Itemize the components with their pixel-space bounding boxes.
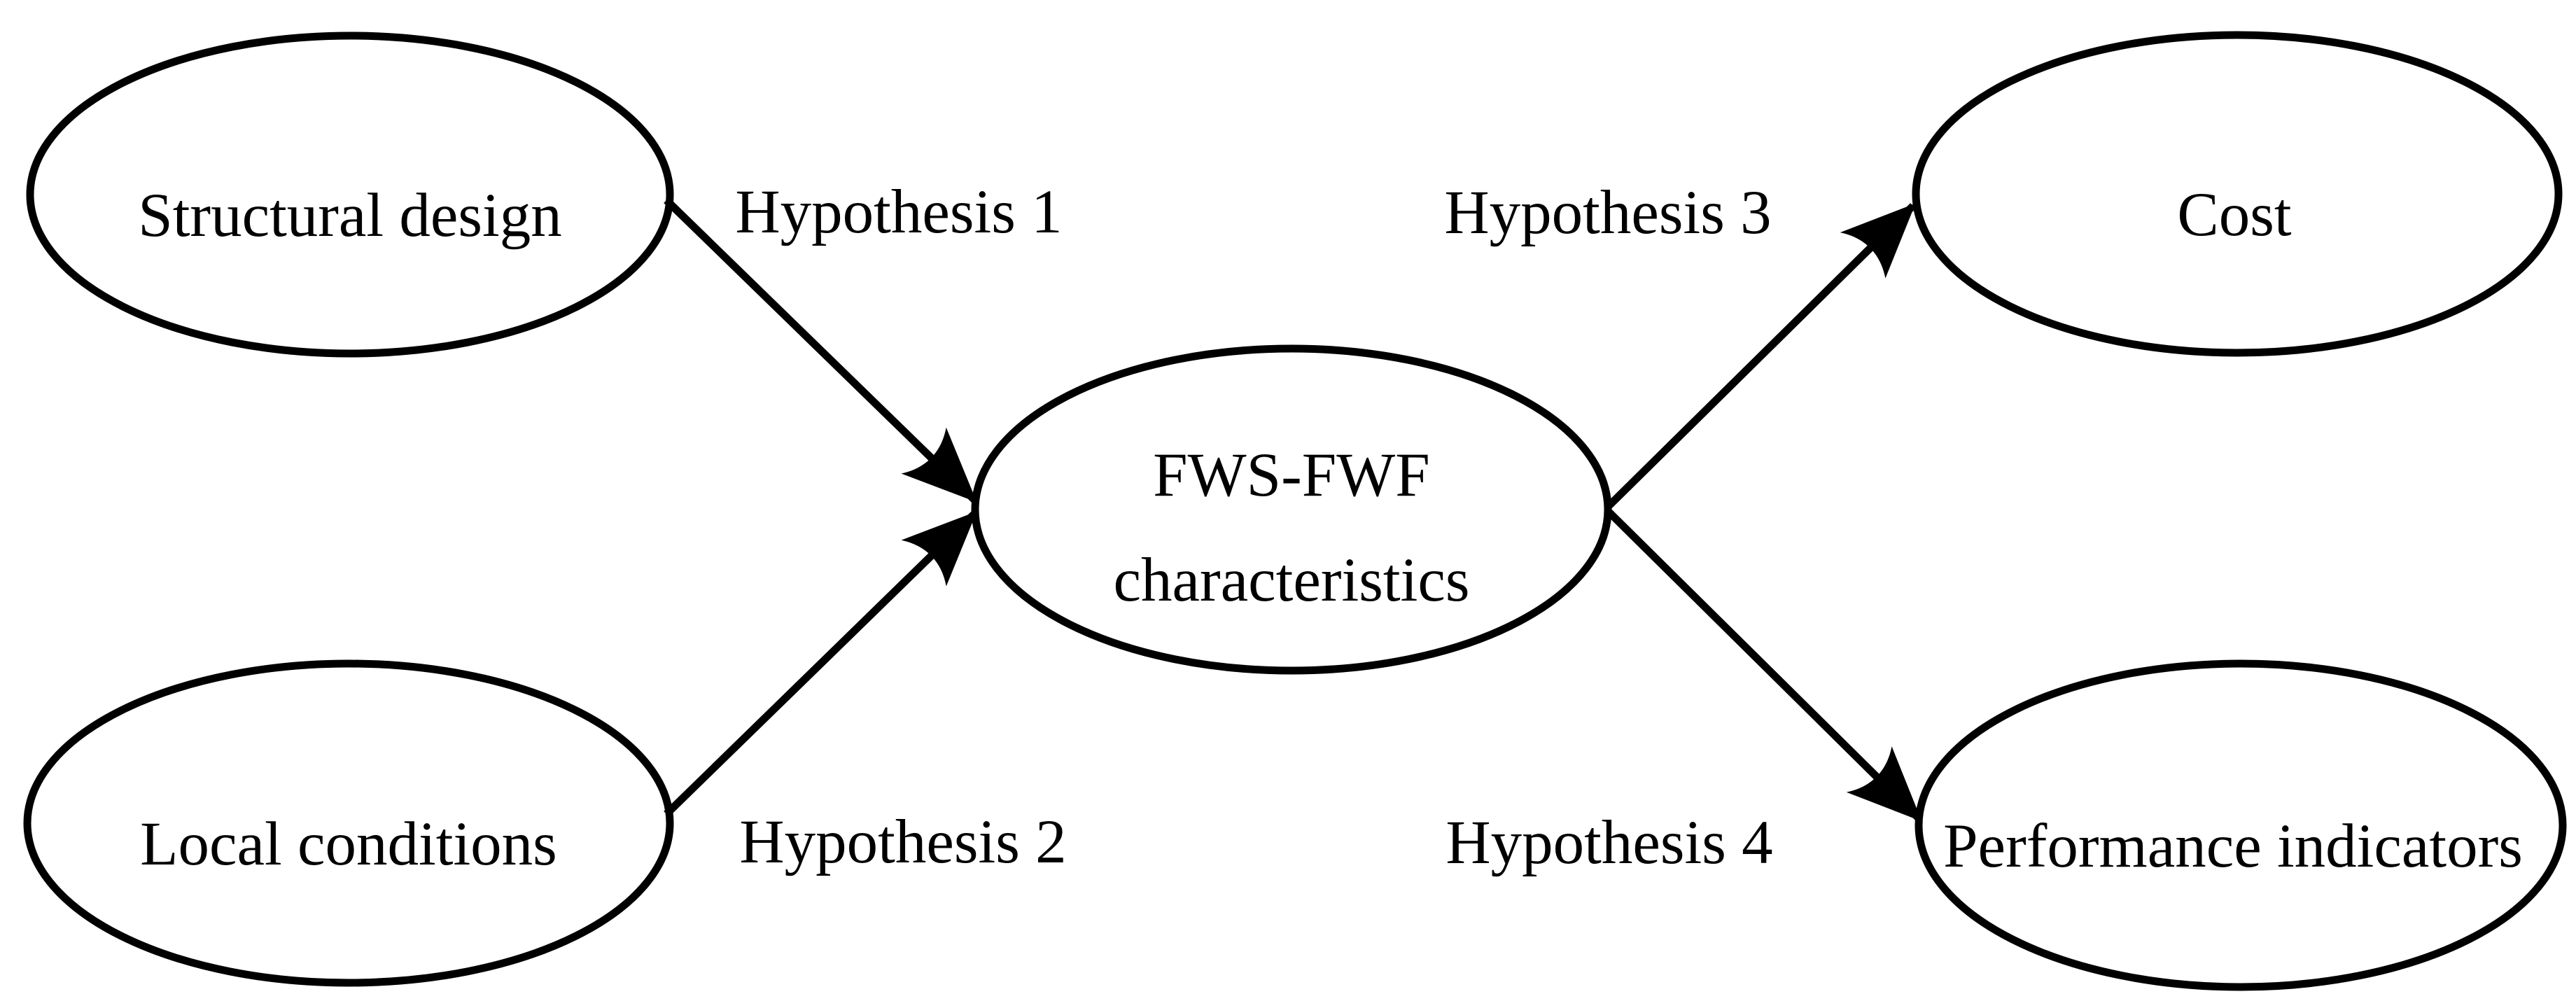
edge-hypothesis-1-arrow bbox=[664, 197, 977, 503]
edge-hypothesis-2-arrow bbox=[664, 511, 977, 817]
edge-hypothesis-3-label: Hypothesis 3 bbox=[1444, 178, 1771, 247]
node-fws-fwf-characteristics: FWS-FWF characteristics bbox=[971, 344, 1612, 675]
edge-hypothesis-4-arrow bbox=[1605, 508, 1922, 822]
fws-fwf-characteristics-label-line2: characteristics bbox=[1114, 546, 1470, 615]
cost-ellipse bbox=[1912, 31, 2563, 357]
local-conditions-label: Local conditions bbox=[140, 810, 557, 878]
edge-hypothesis-1: Hypothesis 1 bbox=[664, 178, 1063, 503]
fws-fwf-characteristics-label-line1: FWS-FWF bbox=[1153, 441, 1430, 510]
edge-hypothesis-3: Hypothesis 3 bbox=[1444, 178, 1916, 510]
performance-indicators-ellipse bbox=[1914, 659, 2567, 991]
node-local-conditions: Local conditions bbox=[23, 659, 674, 987]
node-performance-indicators: Performance indicators bbox=[1914, 659, 2567, 991]
cost-label: Cost bbox=[2177, 181, 2291, 249]
edge-hypothesis-3-arrow bbox=[1605, 203, 1916, 510]
edge-hypothesis-4-label: Hypothesis 4 bbox=[1446, 808, 1772, 877]
edge-hypothesis-2: Hypothesis 2 bbox=[664, 511, 1067, 876]
edge-hypothesis-4: Hypothesis 4 bbox=[1446, 508, 1922, 877]
fws-fwf-characteristics-ellipse bbox=[971, 344, 1612, 675]
node-cost: Cost bbox=[1912, 31, 2563, 357]
performance-indicators-label: Performance indicators bbox=[1943, 812, 2523, 881]
structural-design-ellipse bbox=[26, 31, 674, 358]
edge-hypothesis-1-label: Hypothesis 1 bbox=[735, 178, 1062, 246]
local-conditions-ellipse bbox=[23, 659, 674, 987]
edge-hypothesis-2-label: Hypothesis 2 bbox=[739, 808, 1066, 876]
structural-design-label: Structural design bbox=[138, 181, 562, 250]
node-structural-design: Structural design bbox=[26, 31, 674, 358]
